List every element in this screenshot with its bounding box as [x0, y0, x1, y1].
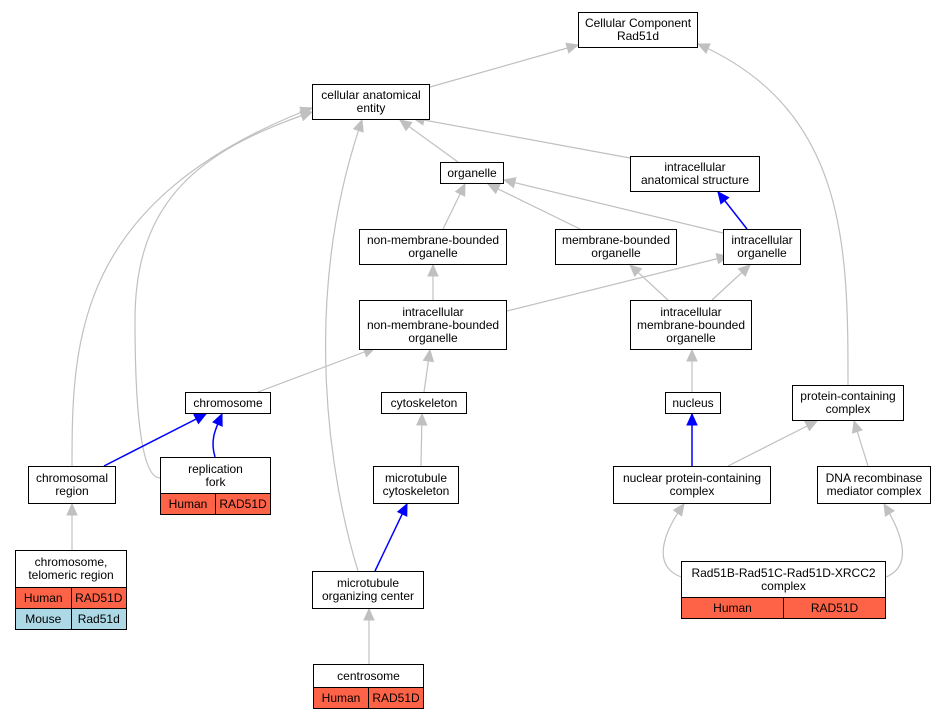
arrowhead: [672, 503, 685, 517]
node-cellular-anatomical-entity[interactable]: cellular anatomical entity: [312, 84, 430, 120]
edge-microtubule-organizing-center-to-microtubule-cytoskeleton: [374, 503, 408, 572]
node-label: DNA recombinase mediator complex: [825, 471, 923, 498]
node-label: non-membrane-bounded organelle: [366, 233, 500, 260]
arrowhead: [422, 348, 435, 363]
node-chromosomal-region[interactable]: chromosomal region: [28, 466, 116, 504]
node-label: cytoskeleton: [390, 395, 458, 410]
edge-intracellular-organelle-to-organelle: [503, 179, 724, 234]
node-membrane-bounded-organelle[interactable]: membrane-bounded organelle: [555, 229, 677, 265]
gene-cell: RAD51D: [215, 494, 270, 514]
node-organelle[interactable]: organelle: [440, 162, 504, 184]
arrowhead: [686, 412, 698, 426]
node-chromosome[interactable]: chromosome: [185, 392, 271, 414]
arrowhead: [66, 502, 78, 516]
species-cell: Mouse: [16, 609, 71, 629]
arrowhead: [399, 119, 413, 132]
node-label: chromosomal region: [35, 471, 109, 498]
node-microtubule-organizing-center[interactable]: microtubule organizing center: [312, 571, 424, 609]
edge-intracellular-non-membrane-bounded-organelle-to-intracellular-organelle: [506, 255, 729, 312]
edge-membrane-bounded-organelle-to-organelle: [487, 183, 581, 230]
node-nuclear-protein-containing-complex[interactable]: nuclear protein-containing complex: [613, 466, 771, 504]
gene-cell: RAD51D: [368, 688, 423, 708]
arrowhead: [363, 607, 375, 621]
edge-organelle-to-cellular-anatomical-entity: [399, 119, 459, 163]
node-label: microtubule cytoskeleton: [382, 471, 450, 498]
species-cell: Human: [16, 588, 71, 608]
node-dna-recombinase-mediator-complex[interactable]: DNA recombinase mediator complex: [817, 466, 931, 504]
arrowhead: [212, 412, 223, 427]
node-label: cellular anatomical entity: [321, 88, 421, 115]
node-intracellular-non-membrane-bounded-organelle[interactable]: intracellular non-membrane-bounded organ…: [359, 300, 507, 350]
species-cell: Human: [161, 494, 215, 514]
node-label: microtubule organizing center: [321, 576, 415, 603]
node-label: protein-containing complex: [800, 389, 896, 416]
edge-cellular-anatomical-entity-to-cc-rad51d: [429, 44, 579, 88]
species-cell: Human: [682, 598, 783, 618]
node-label: chromosome: [193, 395, 263, 410]
arrowhead: [416, 412, 428, 426]
edge-intracellular-anatomical-structure-to-cellular-anatomical-entity: [412, 117, 631, 159]
gene-cell: RAD51D: [783, 598, 885, 618]
node-non-membrane-bounded-organelle[interactable]: non-membrane-bounded organelle: [359, 229, 507, 265]
arrowhead: [686, 348, 698, 362]
node-nucleus[interactable]: nucleus: [665, 392, 721, 414]
node-label: centrosome: [337, 668, 400, 683]
node-label: Cellular Component Rad51d: [584, 16, 692, 43]
node-label: nucleus: [672, 395, 714, 410]
node-label: organelle: [447, 165, 497, 180]
node-intracellular-membrane-bounded-organelle[interactable]: intracellular membrane-bounded organelle: [630, 300, 752, 350]
arrowhead: [454, 182, 466, 197]
node-label: nuclear protein-containing complex: [622, 471, 762, 498]
arrowhead: [299, 110, 314, 122]
arrowhead: [804, 420, 819, 432]
arrowhead: [427, 263, 439, 277]
arrowhead: [851, 419, 863, 434]
node-label: membrane-bounded organelle: [561, 233, 671, 260]
edge-chromosomal-region-to-cellular-anatomical-entity: [71, 107, 313, 467]
arrowhead: [565, 42, 580, 54]
arrowhead: [737, 264, 751, 278]
edge-chromosomal-region-to-chromosome: [103, 413, 207, 467]
edge-protein-containing-complex-to-cc-rad51d: [697, 43, 849, 386]
node-protein-containing-complex[interactable]: protein-containing complex: [792, 385, 904, 421]
arrowhead: [717, 191, 730, 205]
edge-nuclear-protein-containing-complex-to-protein-containing-complex: [727, 420, 818, 467]
node-microtubule-cytoskeleton[interactable]: microtubule cytoskeleton: [373, 466, 459, 504]
arrowhead: [629, 264, 643, 278]
species-cell: Human: [314, 688, 368, 708]
node-label: Rad51B-Rad51C-Rad51D-XRCC2 complex: [691, 565, 876, 593]
arrowhead: [883, 502, 895, 517]
gene-cell: Rad51d: [70, 609, 126, 629]
node-label: intracellular membrane-bounded organelle: [636, 304, 746, 345]
node-intracellular-organelle[interactable]: intracellular organelle: [723, 229, 801, 265]
node-label: replication fork: [188, 461, 243, 489]
arrowhead: [486, 183, 501, 195]
node-cc-rad51d[interactable]: Cellular Component Rad51d: [578, 12, 698, 48]
arrowhead: [396, 502, 408, 517]
node-label: intracellular organelle: [731, 233, 793, 260]
node-label: intracellular anatomical structure: [640, 160, 750, 187]
edge-microtubule-organizing-center-to-cellular-anatomical-entity: [325, 119, 363, 572]
node-label: chromosome, telomeric region: [28, 555, 114, 582]
node-cytoskeleton[interactable]: cytoskeleton: [381, 392, 467, 414]
arrowhead: [502, 177, 517, 189]
node-intracellular-anatomical-structure[interactable]: intracellular anatomical structure: [630, 156, 760, 192]
arrowhead: [193, 413, 208, 425]
node-label: intracellular non-membrane-bounded organ…: [366, 304, 500, 345]
edge-replication-fork-to-cellular-anatomical-entity: [134, 111, 313, 479]
gene-cell: RAD51D: [70, 588, 126, 608]
arrowhead: [352, 118, 364, 133]
edge-chromosome-to-intracellular-non-membrane-bounded-organelle: [257, 347, 376, 393]
arrowhead: [696, 43, 711, 54]
